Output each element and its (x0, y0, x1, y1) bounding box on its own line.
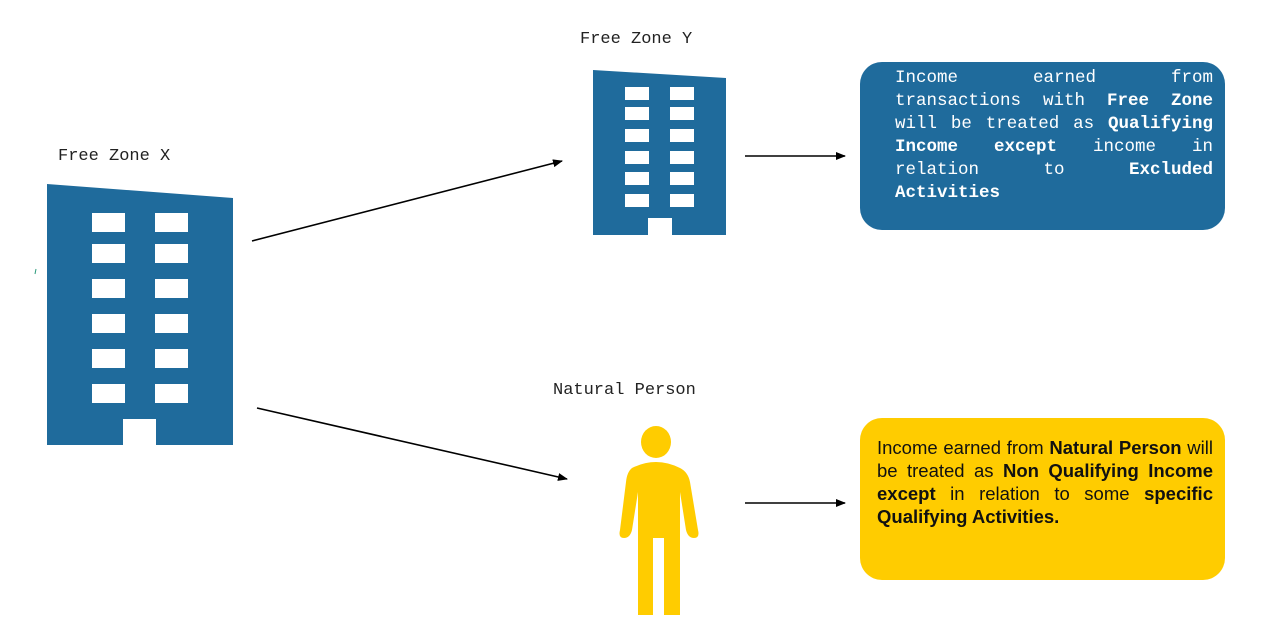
stray-mark (34, 268, 37, 275)
arrow-free-zone-x-to-natural-person (256, 407, 568, 481)
note-segment: income in relation to (895, 137, 1213, 180)
note-segment: Income earned from transactions with (895, 68, 1213, 111)
free-zone-y-label: Free Zone Y (580, 30, 693, 49)
natural-person-label: Natural Person (553, 381, 696, 400)
person-body (619, 462, 699, 615)
note-segment: will be treated as (895, 114, 1108, 134)
note-segment-bold: Qualifying Income except (895, 114, 1213, 157)
building-icon (593, 70, 726, 235)
person-icon (619, 426, 699, 615)
person-head (641, 426, 671, 458)
note-segment: will be treated as (877, 437, 1213, 481)
note-segment-bold: Free Zone (1107, 91, 1213, 111)
natural-person-income-note: Income earned from Natural Person will b… (860, 418, 1225, 580)
building-x-windows (92, 213, 188, 403)
note-text: Income earned from Natural Person will b… (877, 436, 1213, 528)
free-zone-x-label: Free Zone X (58, 147, 171, 166)
building-icon (47, 184, 233, 445)
note-segment: in relation to some (935, 483, 1145, 504)
building-y-windows (625, 87, 694, 207)
free-zone-income-note: Income earned from transactions with Fre… (860, 62, 1225, 230)
note-segment: Income earned from (877, 437, 1050, 458)
note-segment-bold: specific Qualifying Activities. (877, 483, 1213, 527)
arrow-free-zone-x-to-free-zone-y (251, 159, 563, 242)
note-segment-bold: Excluded Activities (895, 160, 1213, 203)
note-text: Income earned from transactions with Fre… (895, 67, 1213, 205)
note-segment-bold: Non Qualifying Income except (877, 460, 1213, 504)
building-y-body (593, 70, 726, 235)
note-segment-bold: Natural Person (1049, 437, 1182, 458)
building-x-body (47, 184, 233, 445)
